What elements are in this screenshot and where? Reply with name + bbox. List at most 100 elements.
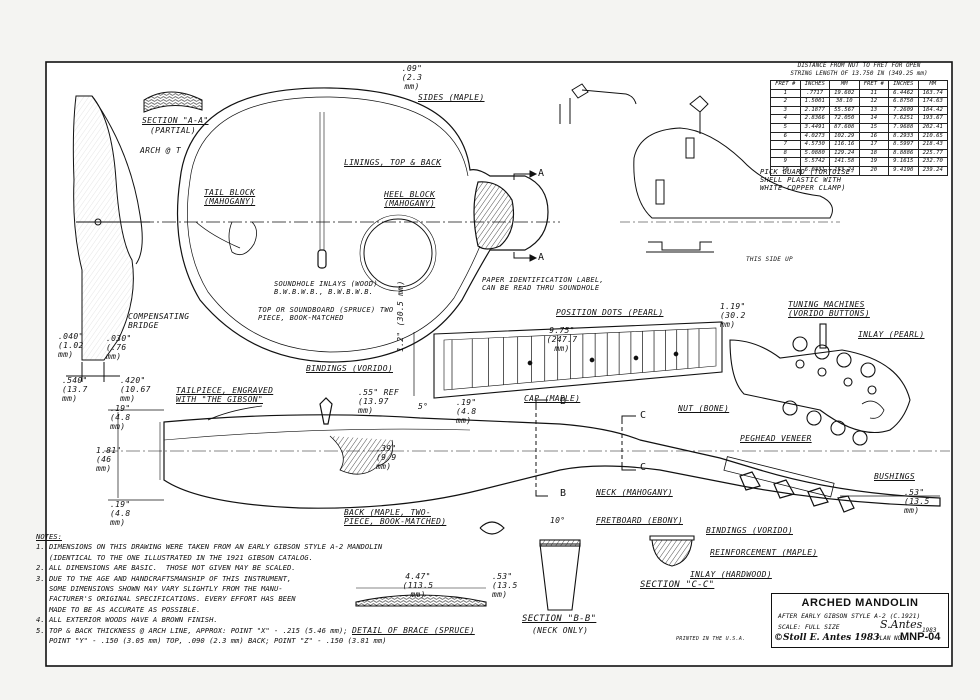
dim-19-bot-label: .19" (4.8 mm) xyxy=(110,500,131,527)
peghead-veneer-label: PEGHEAD VENEER xyxy=(740,434,812,443)
table-cell: 2.8366 xyxy=(799,114,830,124)
table-cell: 3 xyxy=(770,105,801,116)
dim-19-mid-label: .19" (4.8 mm) xyxy=(456,398,477,425)
table-cell: 7 xyxy=(770,140,801,150)
table-header-cell: FRET # xyxy=(770,80,801,90)
b-marker-top: B xyxy=(560,396,567,407)
table-cell: 3.4491 xyxy=(799,122,830,133)
section-bb-label: SECTION "B-B" xyxy=(522,614,597,624)
section-aa-sublabel: (PARTIAL) xyxy=(150,126,197,135)
printed-label: PRINTED IN THE U.S.A. xyxy=(676,636,746,642)
dim-540-label: .540" (13.7 mm) xyxy=(62,376,88,403)
heel-block-label: HEEL BLOCK (MAHOGANY) xyxy=(384,190,436,208)
a-marker-bottom: A xyxy=(538,252,545,263)
table-cell: 5 xyxy=(770,122,801,133)
table-cell: 17 xyxy=(858,140,889,150)
table-cell: 87.608 xyxy=(829,122,860,133)
note-line: FACTURER'S ORIGINAL SPECIFICATIONS. EVER… xyxy=(36,594,296,604)
table-cell: 2.1877 xyxy=(799,105,830,116)
table-cell: 210.65 xyxy=(917,131,948,142)
dim-181-label: 1.81" (46 mm) xyxy=(96,446,122,473)
this-side-up-label: THIS SIDE UP xyxy=(746,256,793,263)
bushings-label: BUSHINGS xyxy=(874,472,915,481)
table-cell: 16 xyxy=(858,131,889,142)
neck-label: NECK (MAHOGANY) xyxy=(596,488,673,497)
dim-975-label: 9.75" (247.7 mm) xyxy=(546,326,578,353)
dim-39-label: .39" (9.9 mm) xyxy=(376,444,397,471)
table-cell: 116.16 xyxy=(829,140,860,150)
plan-number: MNP-04 xyxy=(900,631,941,643)
cap-label: CAP (MAPLE) xyxy=(524,394,581,403)
dim-447-label: 4.47" (113.5 mm) xyxy=(402,572,434,599)
compensating-bridge-label: COMPENSATING BRIDGE xyxy=(128,312,190,330)
note-line: 3. DUE TO THE AGE AND HANDCRAFTSMANSHIP … xyxy=(36,573,292,583)
table-cell: 9.4190 xyxy=(888,165,919,176)
bindings-vorido-label: BINDINGS (VORIDO) xyxy=(306,364,393,373)
table-cell: 7.6251 xyxy=(888,114,919,124)
table-cell: 8.5997 xyxy=(888,140,919,150)
note-line: 1. DIMENSIONS ON THIS DRAWING WERE TAKEN… xyxy=(36,542,383,552)
peghead-view xyxy=(729,323,911,446)
section-bb-sublabel: (NECK ONLY) xyxy=(532,626,589,635)
fretboard-label: FRETBOARD (EBONY) xyxy=(596,516,683,525)
signature: S.Antes xyxy=(880,618,923,631)
table-cell: 202.41 xyxy=(917,122,948,133)
plan-label: PLAN NO. xyxy=(876,635,905,642)
table-cell: 6 xyxy=(770,131,801,142)
dim-040-label: .040" (1.02 mm) xyxy=(58,332,84,359)
tuning-machines-label: TUNING MACHINES (VORIDO BUTTONS) xyxy=(788,300,870,318)
table-cell: 2 xyxy=(770,97,801,107)
table-cell: 9.1615 xyxy=(888,157,919,167)
table-cell: 141.58 xyxy=(829,157,860,167)
inlay-hardwood-label: INLAY (HARDWOOD) xyxy=(690,570,772,579)
section-cc-label: SECTION "C-C" xyxy=(640,580,715,590)
dim-5deg-label: 5° xyxy=(418,402,429,411)
dim-12-label: 1.2" (30.5 mm) xyxy=(396,280,405,352)
table-cell: 19.602 xyxy=(829,88,860,99)
note-line: MADE TO BE AS ACCURATE AS POSSIBLE. xyxy=(36,604,201,614)
table-cell: 4.5730 xyxy=(799,140,830,150)
dim-top-label: .09" (2.3 mm) xyxy=(401,64,423,91)
fret-distance-table: DISTANCE FROM NUT TO FRET FOR OPEN STRIN… xyxy=(770,62,948,176)
table-header-cell: FRET # xyxy=(858,80,889,90)
section-a-markers xyxy=(513,170,538,262)
table-cell: 239.24 xyxy=(917,165,948,176)
table-cell: 20 xyxy=(858,165,889,176)
table-cell: 1.5001 xyxy=(799,97,830,107)
table-cell: 8.8886 xyxy=(888,148,919,159)
section-aa-view xyxy=(143,91,203,113)
notes-block: NOTES: 1. DIMENSIONS ON THIS DRAWING WER… xyxy=(36,532,387,646)
dim-55-label: .55" REF (13.97 mm) xyxy=(358,388,399,415)
table-cell: 5.0880 xyxy=(799,148,830,159)
notes-heading: NOTES: xyxy=(36,532,62,541)
table-cell: 153.24 xyxy=(829,165,860,176)
table-cell: 72.050 xyxy=(829,114,860,124)
note-line: 4. ALL EXTERIOR WOODS HAVE A BROWN FINIS… xyxy=(36,615,218,625)
c-marker-bottom: C xyxy=(640,462,647,473)
table-cell: 225.77 xyxy=(917,148,948,159)
note-line: (IDENTICAL TO THE ONE ILLUSTRATED IN THE… xyxy=(36,552,313,562)
copyright: ©Stoll E. Antes 1983 xyxy=(774,633,880,643)
table-cell: 11 xyxy=(858,88,889,99)
fretboard-view xyxy=(413,321,723,399)
dimension-lines xyxy=(108,409,940,501)
position-dots-label: POSITION DOTS (PEARL) xyxy=(556,308,664,317)
b-marker-bottom: B xyxy=(560,488,567,499)
table-cell: 4.0273 xyxy=(799,131,830,142)
table-header-cell: MM xyxy=(829,80,860,90)
drawing-title: ARCHED MANDOLIN xyxy=(801,597,919,609)
detail-brace-label: DETAIL OF BRACE (SPRUCE) xyxy=(352,626,475,635)
table-cell: 7.9688 xyxy=(888,122,919,133)
table-cell: 232.70 xyxy=(917,157,948,167)
section-bc-markers xyxy=(535,399,636,497)
dim-53b-label: .53" (13.5 mm) xyxy=(492,572,518,599)
note-line: POINT "Y" - .150 (3.05 mm) TOP, .090 (2.… xyxy=(36,636,387,646)
drawing-scale: SCALE: FULL SIZE xyxy=(778,623,840,631)
